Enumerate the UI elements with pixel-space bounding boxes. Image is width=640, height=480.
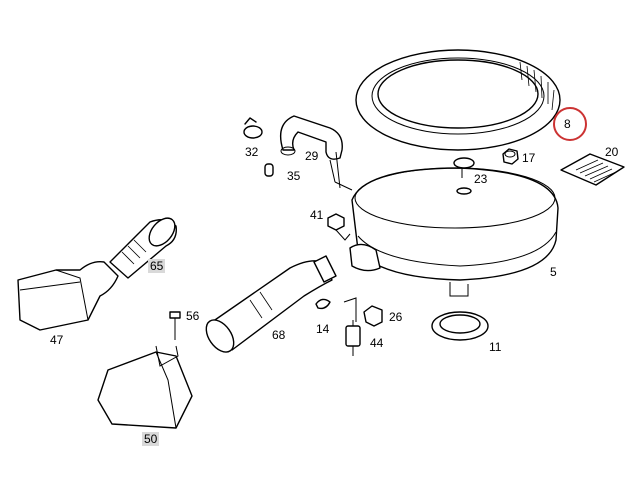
label-part-41[interactable]: 41 xyxy=(310,208,324,222)
label-part-50[interactable]: 50 xyxy=(142,432,160,446)
label-part-8[interactable]: 8 xyxy=(564,117,571,131)
screw[interactable] xyxy=(169,311,181,340)
nut[interactable] xyxy=(502,148,519,165)
retaining-clip[interactable] xyxy=(315,298,331,310)
label-part-14[interactable]: 14 xyxy=(316,322,330,336)
label-part-56[interactable]: 56 xyxy=(186,309,200,323)
seal-ring[interactable] xyxy=(431,311,489,341)
label-part-32[interactable]: 32 xyxy=(245,145,259,159)
label-part-5[interactable]: 5 xyxy=(550,265,557,279)
hose-clamp[interactable] xyxy=(243,117,263,139)
wing-nut[interactable] xyxy=(453,157,475,195)
label-part-26[interactable]: 26 xyxy=(389,310,403,324)
breather-hose[interactable] xyxy=(279,115,343,160)
temperature-sensor[interactable] xyxy=(363,305,383,327)
grommet[interactable] xyxy=(264,163,274,177)
label-part-20[interactable]: 20 xyxy=(605,145,619,159)
label-part-29[interactable]: 29 xyxy=(305,149,319,163)
air-filter-element[interactable] xyxy=(355,49,561,151)
label-part-68[interactable]: 68 xyxy=(272,328,286,342)
label-part-47[interactable]: 47 xyxy=(50,333,64,347)
intake-tube[interactable] xyxy=(109,213,180,279)
air-scoop[interactable] xyxy=(97,345,193,429)
label-part-11[interactable]: 11 xyxy=(489,340,502,354)
label-part-44[interactable]: 44 xyxy=(370,336,384,350)
intake-duct[interactable] xyxy=(17,260,119,331)
label-part-35[interactable]: 35 xyxy=(287,169,301,183)
air-filter-housing[interactable] xyxy=(329,159,559,297)
label-plate[interactable] xyxy=(560,153,625,186)
label-part-23[interactable]: 23 xyxy=(474,172,488,186)
label-part-17[interactable]: 17 xyxy=(522,151,536,165)
valve[interactable] xyxy=(343,297,361,356)
intake-hose[interactable] xyxy=(201,255,337,357)
bolt[interactable] xyxy=(327,213,351,241)
highlight-circle xyxy=(553,107,587,141)
leader-line xyxy=(335,151,341,189)
label-part-65[interactable]: 65 xyxy=(148,259,166,273)
